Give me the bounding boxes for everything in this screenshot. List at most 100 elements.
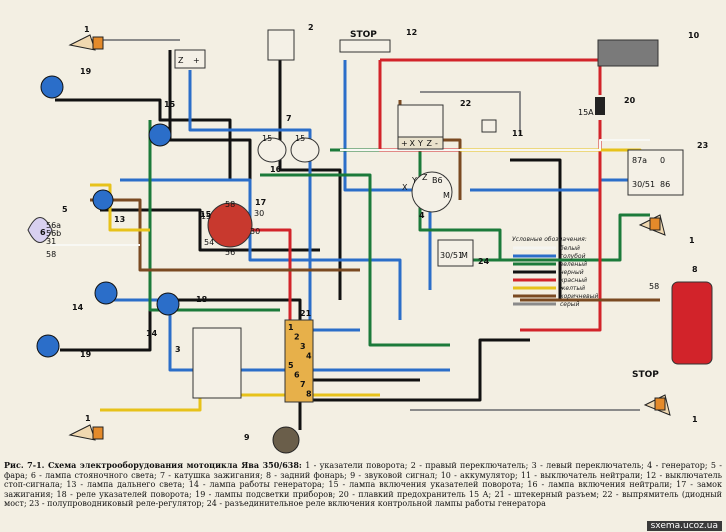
legend-item-label: зеленый (560, 261, 587, 268)
horn (272, 426, 300, 454)
headlamp-label: 31 (46, 237, 56, 246)
callout-17: 17 (255, 198, 266, 207)
connector-number: 6 (294, 371, 300, 380)
generator (411, 171, 453, 213)
legend-title: Условные обозначения: (512, 236, 587, 243)
bulb-15 (148, 123, 172, 147)
rectifier-terminal-label: - (435, 139, 438, 148)
relay23-label: 30/51 (632, 180, 655, 189)
tail-lamp-label: 58 (649, 282, 659, 291)
callout-9: 9 (244, 433, 250, 442)
callout-8: 8 (692, 265, 698, 274)
legend-item-label: черный (560, 269, 584, 276)
legend-item-label: белый (560, 245, 580, 252)
callout-15: 15 (200, 210, 212, 219)
legend-item-label: голубой (560, 253, 586, 260)
connector-number: 8 (306, 390, 312, 399)
relay23-label: 87a (632, 156, 647, 165)
coil-label-b: 15 (295, 134, 305, 143)
relay24-labels: 30/51M (440, 251, 468, 260)
callout-14: 14 (72, 303, 84, 312)
ignition-switch-label: 15 (201, 212, 211, 221)
callout-16: 16 (270, 165, 282, 174)
right-switch (267, 29, 295, 61)
generator-terminals (174, 49, 206, 69)
callout-2: 2 (308, 23, 314, 32)
legend: Условные обозначения: белыйголубойзелены… (512, 236, 598, 308)
callout-7: 7 (286, 114, 292, 123)
bulb-19-bottom (36, 334, 60, 358)
caption-title: Рис. 7-1. Схема электрооборудования мото… (4, 460, 302, 470)
connector-number: 2 (294, 333, 300, 342)
site-watermark: sxema.ucoz.ua (646, 521, 722, 531)
battery (597, 39, 659, 67)
turn-signal-front-right (68, 424, 104, 441)
tail-lamp (671, 281, 713, 365)
instrument-bulbs (36, 75, 180, 358)
stop-switch (339, 39, 391, 53)
bulb-14-left (94, 281, 118, 305)
connector-number: 1 (288, 323, 294, 332)
callout-3: 3 (175, 345, 181, 354)
ignition-switch-label: 56 (225, 248, 235, 257)
legend-item-label: коричневый (560, 293, 598, 300)
ignition-coils (257, 137, 320, 163)
connector-number: 5 (288, 361, 294, 370)
generator-terminal-label: X (402, 183, 408, 192)
headlamp-label: 56a (46, 221, 61, 230)
callout-10: 10 (688, 31, 700, 40)
relay23-label: 0 (660, 156, 665, 165)
rectifier (397, 104, 444, 138)
caption-body: 1 - указатели поворота; 2 - правый перек… (4, 461, 723, 509)
ignition-switch-label: 30 (254, 209, 264, 218)
connector-number: 7 (300, 380, 306, 389)
wires (50, 39, 660, 430)
callout-4: 4 (419, 211, 425, 220)
component-callouts: 1111234567891011121314141515161718191920… (40, 23, 708, 442)
legend-item-label: серый (560, 301, 580, 308)
connector-number: 3 (300, 342, 306, 351)
rectifier-terminal-label: Y (417, 139, 423, 148)
headlamp-label: 56b (46, 229, 61, 238)
generator-terminal-label: Z (422, 173, 428, 182)
callout-19: 19 (80, 350, 92, 359)
legend-item-label: желтый (559, 285, 585, 292)
callout-18: 18 (196, 295, 208, 304)
callout-14: 14 (146, 329, 158, 338)
callout-19: 19 (80, 67, 92, 76)
callout-1: 1 (689, 236, 695, 245)
generator-z-label: Z (178, 56, 184, 65)
bulb-14-right (156, 292, 180, 316)
bulb-13 (92, 189, 114, 211)
ignition-switch-label: 54 (204, 238, 214, 247)
regulator-relay (627, 149, 684, 196)
callout-13: 13 (114, 215, 125, 224)
callout-22: 22 (460, 99, 471, 108)
ignition-switch-label: 58 (225, 200, 235, 209)
legend-item-label: красный (560, 277, 587, 284)
ignition-switch (207, 202, 253, 248)
disconnect-relay (437, 239, 474, 267)
callout-15: 15 (164, 100, 176, 109)
rectifier-terminal-label: + (401, 139, 408, 148)
headlamp (27, 217, 53, 243)
coil-label-a: 15 (262, 134, 272, 143)
turn-signal-rear-left (643, 394, 671, 416)
figure-caption: Рис. 7-1. Схема электрооборудования мото… (4, 460, 723, 509)
stop-label-bottom: STOP (632, 370, 659, 380)
generator-plus-label: + (193, 56, 200, 65)
callout-24: 24 (478, 257, 490, 266)
stop-label-top: STOP (350, 30, 377, 40)
rectifier-terminal-label: Z (427, 139, 433, 148)
rectifier-terminal-strip (397, 136, 444, 150)
callout-5: 5 (62, 205, 68, 214)
rectifier-terminal-label: X (410, 139, 416, 148)
generator-terminal-label: Y (411, 176, 417, 185)
neutral-switch (481, 119, 497, 133)
connector-number: 4 (306, 352, 312, 361)
